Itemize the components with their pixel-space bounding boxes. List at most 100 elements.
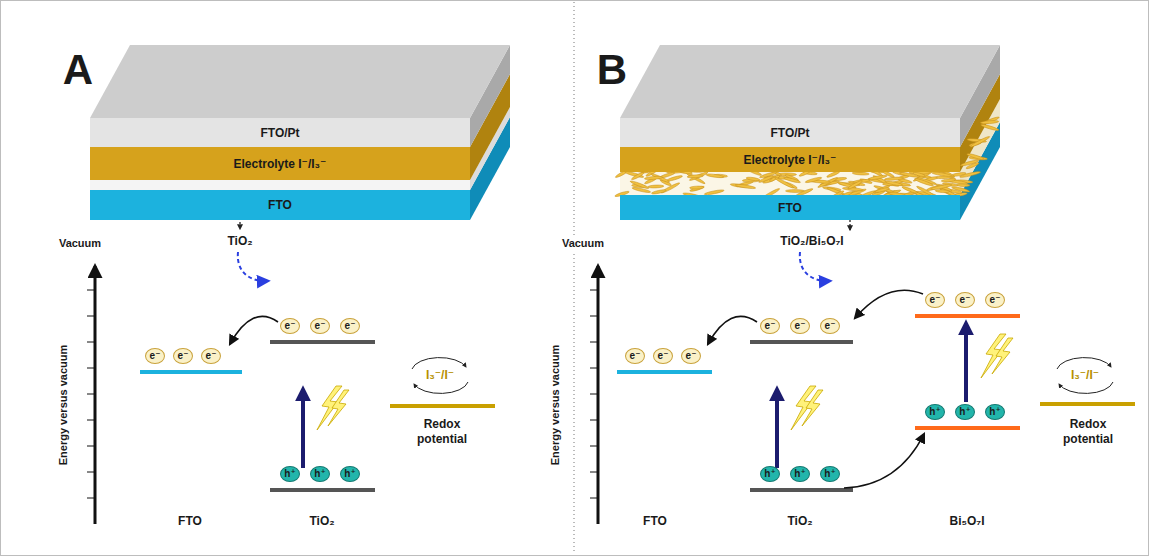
carrier-symbol: e⁻ xyxy=(990,295,1001,305)
energy-levels-a xyxy=(140,340,495,492)
light-symbol xyxy=(981,334,1013,378)
pointer-arrow xyxy=(800,252,830,281)
material-label: TiO₂ xyxy=(309,514,334,529)
carrier-symbol: e⁻ xyxy=(686,351,697,361)
light-symbol xyxy=(791,386,823,430)
layer-slab: FTO/Pt xyxy=(620,118,960,147)
axis-tick xyxy=(87,472,95,473)
pointer-arrow xyxy=(238,252,268,281)
axis-tick xyxy=(87,420,95,421)
carrier-symbol: h⁺ xyxy=(989,407,1000,417)
electron-circle: e⁻ xyxy=(173,348,193,364)
axis-title: Energy versus vacuum xyxy=(57,345,71,465)
electron-circle: e⁻ xyxy=(340,318,360,334)
material-label: FTO xyxy=(643,514,667,529)
material-label: TiO₂ xyxy=(227,234,252,249)
crystal-needle xyxy=(914,177,934,186)
crystal-needle xyxy=(847,180,863,190)
material-label: TiO₂/Bi₅O₇I xyxy=(780,234,843,249)
axis-tick xyxy=(87,446,95,447)
crystal-needle xyxy=(899,172,919,179)
carrier-symbol: h⁺ xyxy=(794,469,805,479)
crystal-needle xyxy=(630,180,650,190)
electron-circle: e⁻ xyxy=(280,318,300,334)
hole-circle: h⁺ xyxy=(955,404,975,420)
layer-slab: Electrolyte I⁻/I₃⁻ xyxy=(620,147,960,172)
carrier-symbol: e⁻ xyxy=(765,321,776,331)
electron-circle: e⁻ xyxy=(310,318,330,334)
crystal-needle xyxy=(644,176,662,180)
electron-circle: e⁻ xyxy=(985,292,1005,308)
hole-circle: h⁺ xyxy=(310,466,330,482)
layer-slab: FTO xyxy=(90,190,470,220)
crystal-needle xyxy=(868,174,887,180)
hole-circle: h⁺ xyxy=(760,466,780,482)
layer-name: FTO/Pt xyxy=(260,126,299,140)
layer-name: Electrolyte I⁻/I₃⁻ xyxy=(234,157,327,171)
hole-circle: h⁺ xyxy=(820,466,840,482)
crystal-needle xyxy=(935,189,949,193)
crystal-needle xyxy=(783,176,801,183)
redox-cycle xyxy=(414,382,468,393)
layer-slab: FTO xyxy=(620,195,960,220)
carrier-symbol: e⁻ xyxy=(630,351,641,361)
crystal-needle xyxy=(959,171,981,179)
axis-tick xyxy=(590,342,598,343)
redox-cycle xyxy=(412,358,466,369)
hole-circle: h⁺ xyxy=(790,466,810,482)
crystal-needle xyxy=(651,189,666,195)
crystal-needle xyxy=(931,171,952,177)
crystal-needle xyxy=(690,186,705,189)
redox-cycle xyxy=(1059,382,1113,393)
energy-levels-b xyxy=(617,314,1135,492)
crystal-needle xyxy=(689,185,704,192)
layer-slab: Electrolyte I⁻/I₃⁻ xyxy=(90,147,470,180)
excitation-arrow xyxy=(775,390,779,468)
axis-tick xyxy=(590,498,598,499)
panel-letter: B xyxy=(597,44,627,97)
axis-tick xyxy=(87,498,95,499)
carrier-symbol: h⁺ xyxy=(959,407,970,417)
carrier-symbol: h⁺ xyxy=(824,469,835,479)
axis-label: Vacuum xyxy=(57,237,103,251)
crystal-needle xyxy=(648,185,664,189)
carrier-symbol: e⁻ xyxy=(795,321,806,331)
crystal-needle xyxy=(758,175,774,184)
hole-circle: h⁺ xyxy=(925,404,945,420)
carrier-symbol: h⁺ xyxy=(314,469,325,479)
layer-name: Electrolyte I⁻/I₃⁻ xyxy=(744,153,837,167)
crystal-needle xyxy=(687,174,704,178)
electron-circle: e⁻ xyxy=(955,292,975,308)
electron-circle: e⁻ xyxy=(201,348,221,364)
carrier-symbol: e⁻ xyxy=(658,351,669,361)
carrier-symbol: h⁺ xyxy=(344,469,355,479)
energy-axis xyxy=(597,266,600,524)
crystal-needle xyxy=(902,186,918,195)
axis-label: Vacuum xyxy=(560,237,606,251)
crystal-needle xyxy=(966,162,980,170)
carrier-symbol: e⁻ xyxy=(345,321,356,331)
hole-circle: h⁺ xyxy=(280,466,300,482)
carrier-symbol: e⁻ xyxy=(930,295,941,305)
crystal-needle xyxy=(885,180,903,186)
electron-circle: e⁻ xyxy=(820,318,840,334)
carrier-symbol: e⁻ xyxy=(825,321,836,331)
crystal-needle xyxy=(980,123,999,131)
transfer-arrow xyxy=(855,290,923,318)
axis-tick xyxy=(590,290,598,291)
carrier-symbol: e⁻ xyxy=(315,321,326,331)
transfer-arrow xyxy=(230,316,278,344)
carrier-symbol: e⁻ xyxy=(150,351,161,361)
axis-tick xyxy=(590,316,598,317)
axis-tick xyxy=(87,368,95,369)
carrier-symbol: e⁻ xyxy=(206,351,217,361)
hole-circle: h⁺ xyxy=(985,404,1005,420)
crystal-needle xyxy=(706,173,724,178)
axis-tick xyxy=(87,290,95,291)
divider xyxy=(574,2,575,554)
axis-ticks xyxy=(87,290,598,498)
carrier-symbol: h⁺ xyxy=(284,469,295,479)
